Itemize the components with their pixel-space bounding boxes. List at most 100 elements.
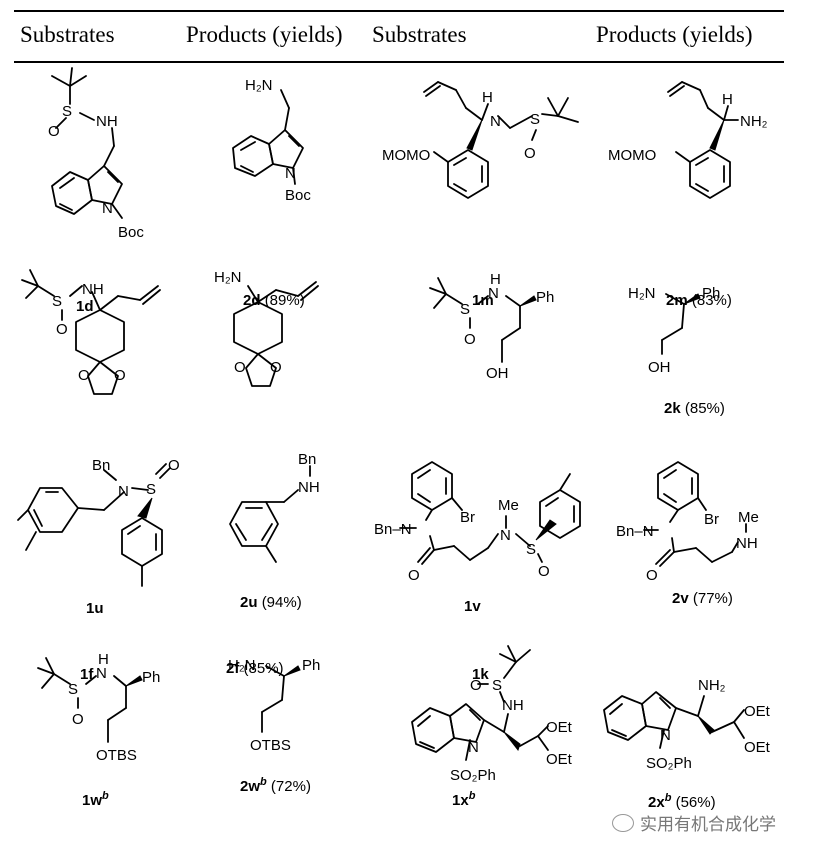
structure-1k: S O N H Ph OH 1k (420, 258, 600, 683)
svg-text:O: O (48, 123, 60, 140)
svg-text:N: N (660, 727, 671, 744)
compound-label-2u: 2u (94%) (240, 594, 302, 611)
svg-text:OEt: OEt (744, 703, 771, 720)
structure-1u-drawing: Bn N S O (17, 457, 180, 587)
svg-text:N: N (118, 483, 129, 500)
svg-text:O: O (646, 567, 658, 584)
svg-text:O: O (234, 359, 246, 376)
structure-1x: O S NH N OEt OEt SO₂Ph 1xb (380, 640, 600, 809)
svg-text:NH₂: NH₂ (698, 677, 726, 694)
svg-text:O: O (470, 677, 482, 694)
svg-text:O: O (56, 321, 68, 338)
svg-text:NH: NH (736, 535, 758, 552)
structure-2u: Bn NH 2u (94%) (200, 450, 360, 611)
svg-text:O: O (538, 563, 550, 580)
svg-text:NH₂: NH₂ (740, 113, 768, 130)
structure-2w: H₂N Ph OTBS 2wb (72%) (200, 648, 370, 795)
compound-label-1f: 1f (80, 666, 94, 683)
compound-label-2d: 2d (89%) (243, 292, 305, 309)
compound-label-1x: 1xb (452, 790, 476, 809)
structure-2w-drawing: H₂N Ph OTBS (228, 657, 320, 754)
header-products-1: Products (yields) (186, 22, 343, 47)
structure-1v: Bn–N Br Me N S O O 1v (370, 450, 600, 615)
svg-text:NH: NH (502, 697, 524, 714)
svg-text:O: O (524, 145, 536, 162)
svg-text:O: O (168, 457, 180, 474)
svg-text:S: S (68, 681, 78, 698)
svg-text:OEt: OEt (744, 739, 771, 756)
compound-label-1u: 1u (86, 600, 104, 617)
svg-text:S: S (62, 103, 72, 120)
svg-text:SO₂Ph: SO₂Ph (646, 755, 692, 772)
svg-text:Br: Br (704, 511, 719, 528)
svg-text:S: S (146, 481, 156, 498)
compound-label-1w: 1wb (82, 790, 109, 809)
structure-1d: S O NH N Boc 1d (0, 67, 175, 315)
svg-text:Bn–N: Bn–N (616, 523, 654, 540)
svg-text:Bn–N: Bn–N (374, 521, 412, 538)
structure-1k-drawing: S O N H Ph OH (429, 271, 554, 382)
svg-text:N: N (468, 739, 479, 756)
structure-1m: H N S O MOMO 1m (372, 68, 592, 309)
compound-label-1v: 1v (464, 598, 481, 615)
structure-2m-drawing: H NH₂ MOMO (608, 81, 768, 199)
table-header-rule (14, 61, 784, 63)
watermark: 实用有机合成化学 (612, 810, 776, 835)
svg-text:H₂N: H₂N (228, 657, 256, 674)
svg-text:H: H (490, 271, 501, 288)
svg-text:N: N (96, 665, 107, 682)
structure-2x-drawing: NH₂ N OEt OEt SO₂Ph (603, 677, 771, 772)
compound-label-2f: 2f (85%) (226, 660, 284, 677)
svg-text:H₂N: H₂N (245, 77, 273, 94)
header-substrates-1: Substrates (20, 22, 115, 47)
svg-text:O: O (270, 359, 282, 376)
structure-2k-drawing: H₂N Ph OH (628, 285, 720, 376)
svg-text:H: H (98, 651, 109, 668)
structure-2m: H NH₂ MOMO 2m (83%) (600, 68, 800, 309)
table-top-rule (14, 10, 784, 12)
structure-2v-drawing: Bn–N Br Me NH O (616, 461, 759, 584)
compound-label-1k: 1k (472, 666, 489, 683)
compound-label-2w: 2wb (72%) (240, 776, 311, 795)
wechat-icon (612, 814, 634, 832)
svg-text:OEt: OEt (546, 719, 573, 736)
svg-text:H₂N: H₂N (628, 285, 656, 302)
svg-text:NH: NH (298, 479, 320, 496)
structure-2d: H₂N N Boc 2d (89%) (185, 68, 360, 309)
compound-label-2v: 2v (77%) (672, 590, 733, 607)
structure-1d-drawing: S O NH N (48, 67, 123, 219)
svg-text:O: O (78, 367, 90, 384)
svg-text:N: N (102, 200, 113, 217)
svg-text:NH: NH (96, 113, 118, 130)
svg-text:OH: OH (648, 359, 671, 376)
structure-2f-drawing: H₂N O O (214, 269, 319, 387)
structure-2x: NH₂ N OEt OEt SO₂Ph 2xb (56%) (598, 660, 818, 811)
svg-text:SO₂Ph: SO₂Ph (450, 767, 496, 784)
svg-text:Ph: Ph (702, 285, 720, 302)
svg-text:S: S (530, 111, 540, 128)
svg-text:OEt: OEt (546, 751, 573, 768)
header-substrates-2: Substrates (372, 22, 467, 47)
svg-text:H₂N: H₂N (214, 269, 242, 286)
structure-2k: H₂N Ph OH 2k (85%) (620, 258, 800, 417)
compound-label-1d: 1d (76, 298, 94, 315)
svg-text:N: N (490, 113, 501, 130)
svg-text:Boc: Boc (285, 187, 311, 204)
structure-1w-drawing: S O N H Ph OTBS (37, 651, 160, 764)
structure-2d-drawing: H₂N N Boc (232, 77, 311, 204)
svg-text:Ph: Ph (302, 657, 320, 674)
svg-text:N: N (488, 285, 499, 302)
svg-text:OTBS: OTBS (250, 737, 291, 754)
structure-2u-drawing: Bn NH (229, 451, 320, 563)
svg-text:H: H (722, 91, 733, 108)
svg-text:N: N (500, 527, 511, 544)
structure-1w: S O N H Ph OTBS 1wb (0, 648, 180, 809)
header-products-2: Products (yields) (596, 22, 753, 47)
structure-1f-drawing: S O NH O O (21, 269, 161, 395)
structure-1f: S O NH O O 1f (0, 258, 180, 683)
svg-text:OH: OH (486, 365, 509, 382)
structure-1x-drawing: O S NH N OEt OEt SO₂Ph (411, 645, 573, 784)
structure-1m-drawing: H N S O MOMO (382, 81, 579, 199)
boc-group-1d: Boc (118, 224, 144, 241)
svg-text:Ph: Ph (142, 669, 160, 686)
